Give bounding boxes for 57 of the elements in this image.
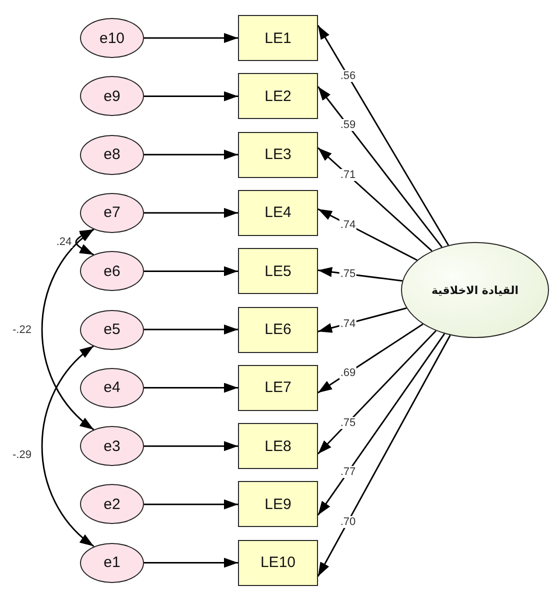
arrow xyxy=(144,150,238,160)
arrow xyxy=(317,86,442,248)
edge-label: .70 xyxy=(339,516,357,528)
indicator-box: LE10 xyxy=(238,540,318,586)
arrow xyxy=(317,333,446,516)
indicator-box: LE9 xyxy=(238,481,318,528)
arrow xyxy=(144,208,238,218)
arrow xyxy=(318,208,418,261)
arrow xyxy=(144,324,238,334)
arrow xyxy=(318,267,402,282)
error-term-circle: e9 xyxy=(80,76,144,116)
covariance-arrow xyxy=(41,345,94,547)
arrow xyxy=(144,266,238,276)
edge-label: .74 xyxy=(339,218,357,230)
edge-label: .75 xyxy=(339,416,357,429)
arrow xyxy=(317,25,450,246)
indicator-box: LE5 xyxy=(238,248,318,294)
covariance-arrow xyxy=(75,228,94,256)
error-term-circle: e3 xyxy=(80,426,144,466)
indicator-box: LE4 xyxy=(238,190,318,236)
arrow xyxy=(144,91,238,102)
edge-label: .59 xyxy=(339,119,357,132)
indicator-box: LE3 xyxy=(238,132,318,178)
edge-label: .24 xyxy=(55,236,73,248)
arrow xyxy=(318,147,432,252)
arrow xyxy=(144,499,238,510)
arrow xyxy=(144,33,238,43)
error-term-circle: e1 xyxy=(80,542,144,583)
indicator-box: LE7 xyxy=(238,364,318,411)
arrow xyxy=(317,334,451,577)
error-term-circle: e8 xyxy=(80,134,144,175)
latent-variable-ellipse: القيادة الاخلاقية xyxy=(401,242,549,338)
indicator-box: LE1 xyxy=(238,15,318,61)
covariance-arrow xyxy=(41,228,94,430)
edge-label: .71 xyxy=(339,168,357,181)
edge-label: .56 xyxy=(339,70,357,82)
edge-label: .77 xyxy=(339,466,357,478)
edge-label: .75 xyxy=(339,268,357,280)
edge-label: -.22 xyxy=(12,324,32,336)
arrow xyxy=(144,441,238,452)
error-term-circle: e10 xyxy=(80,18,144,58)
indicator-box: LE8 xyxy=(238,423,318,470)
arrow xyxy=(144,558,238,568)
error-term-circle: e4 xyxy=(80,368,144,408)
indicator-box: LE2 xyxy=(238,73,318,120)
error-term-circle: e7 xyxy=(80,192,144,233)
error-term-circle: e5 xyxy=(80,310,144,350)
arrow xyxy=(317,330,436,454)
error-term-circle: e6 xyxy=(80,251,144,292)
error-term-circle: e2 xyxy=(80,484,144,524)
edge-label: .74 xyxy=(339,318,357,330)
arrow xyxy=(318,307,407,333)
arrow xyxy=(318,323,424,394)
edge-label: -.29 xyxy=(12,449,32,461)
indicator-box: LE6 xyxy=(238,306,318,352)
arrow xyxy=(144,382,238,393)
edge-label: .69 xyxy=(339,367,357,380)
